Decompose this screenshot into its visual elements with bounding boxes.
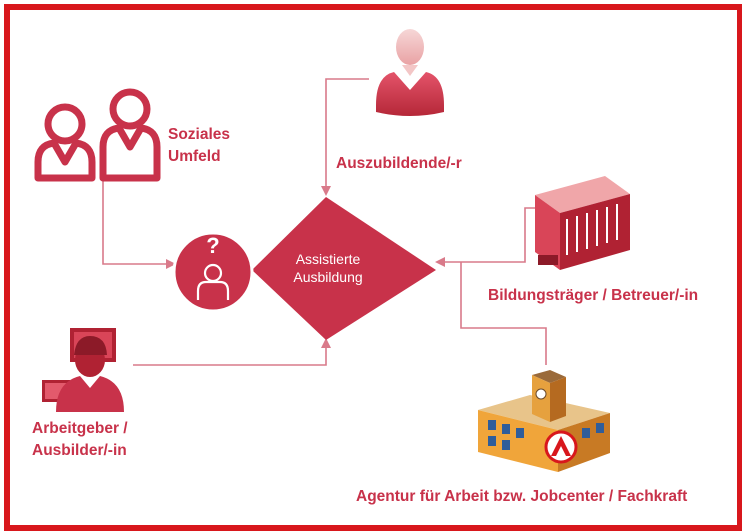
employer-label: Arbeitgeber / Ausbilder/-in xyxy=(32,418,128,462)
agency-building-icon xyxy=(478,370,610,472)
connector-social xyxy=(102,180,176,269)
trainee-label: Auszubildende/-r xyxy=(336,155,462,172)
social-label-line2: Umfeld xyxy=(168,148,221,165)
center-label: Assistierte Ausbildung xyxy=(258,250,398,286)
person-outline-icon xyxy=(196,263,230,300)
building-columns-icon xyxy=(535,176,630,270)
social-label-line1: Soziales xyxy=(168,126,231,143)
employer-label-line1: Arbeitgeber / xyxy=(32,420,128,437)
two-persons-outline-icon xyxy=(34,88,161,182)
worker-with-screens-icon xyxy=(42,328,124,412)
social-label: Soziales Umfeld xyxy=(168,124,230,168)
education-label: Bildungsträger / Betreuer/-in xyxy=(488,287,699,304)
agency-label: Agentur für Arbeit bzw. Jobcenter / Fach… xyxy=(356,488,688,505)
connector-education xyxy=(435,207,539,267)
connector-agency xyxy=(460,262,547,365)
person-icon xyxy=(376,29,444,116)
employer-label-line2: Ausbilder/-in xyxy=(32,442,127,459)
connector-employer xyxy=(133,338,331,366)
diagram-frame: ? xyxy=(4,4,742,531)
help-person-badge: ? xyxy=(172,231,254,313)
center-diamond xyxy=(252,197,436,340)
center-label-line1: Assistierte xyxy=(295,251,361,267)
question-mark-icon: ? xyxy=(206,233,219,258)
connector-trainee xyxy=(321,78,369,196)
connectors xyxy=(102,78,547,366)
flow-diagram: ? xyxy=(34,29,630,472)
center-label-line2: Ausbildung xyxy=(293,269,363,285)
